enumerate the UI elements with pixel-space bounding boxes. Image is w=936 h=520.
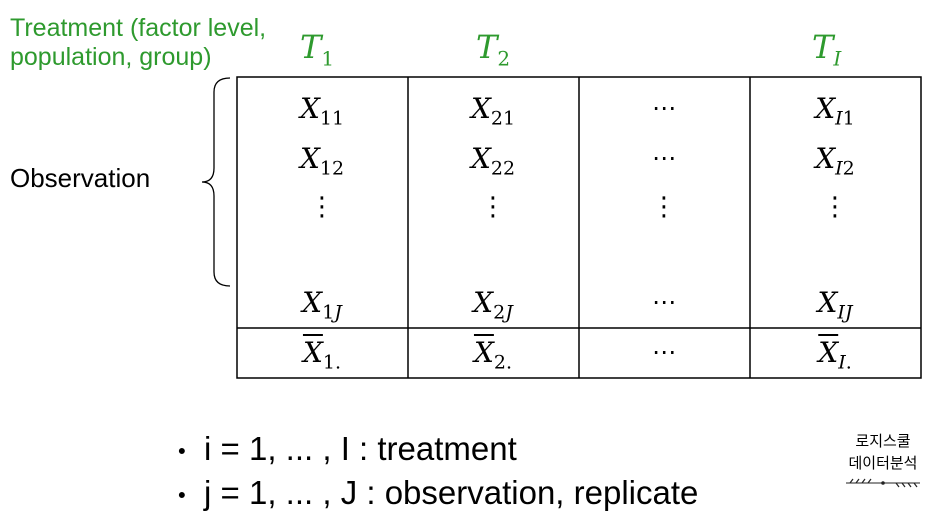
hdots-row1: ⋯ — [652, 94, 676, 122]
vdots-col3: ⋮ — [651, 192, 677, 222]
vdots-col4: ⋮ — [822, 192, 848, 222]
observation-brace — [201, 77, 231, 287]
bullet-dot-icon: • — [178, 482, 186, 508]
header-t2: T2 — [476, 28, 511, 71]
bullet-dot-icon: • — [178, 438, 186, 464]
cell-mean1: X1. — [302, 336, 342, 374]
header-t1: T1 — [300, 28, 335, 71]
header-ti: TI — [812, 28, 842, 71]
hdots-mean: ⋯ — [652, 338, 676, 366]
bullet-item-j: • j = 1, ... , J : observation, replicat… — [178, 474, 699, 511]
vdots-col1: ⋮ — [309, 192, 335, 222]
cell-x1j: X1J — [302, 286, 342, 324]
cell-xi2: XI2 — [815, 142, 855, 180]
treatment-label-line2: population, group) — [10, 43, 212, 71]
treatment-label-line1: Treatment (factor level, — [10, 14, 267, 42]
cell-x21: X21 — [470, 92, 516, 130]
cell-xi1: XI1 — [815, 92, 855, 130]
cell-x2j: X2J — [473, 286, 513, 324]
treatment-label: Treatment (factor level, population, gro… — [10, 14, 266, 72]
logo-vine-icon — [846, 478, 920, 488]
logo: 로지스쿨 데이터분석 — [838, 430, 928, 496]
vdots-col2: ⋮ — [480, 192, 506, 222]
cell-x11: X11 — [299, 92, 345, 130]
bullet-item-i: • i = 1, ... , I : treatment — [178, 430, 517, 467]
cell-x22: X22 — [470, 142, 516, 180]
hdots-row3: ⋯ — [652, 288, 676, 316]
cell-mean2: X2. — [473, 336, 513, 374]
observation-label: Observation — [10, 163, 151, 193]
cell-xij: XIJ — [817, 286, 853, 324]
cell-x12: X12 — [299, 142, 345, 180]
cell-meani: XI. — [818, 336, 852, 374]
hdots-row2: ⋯ — [652, 144, 676, 172]
